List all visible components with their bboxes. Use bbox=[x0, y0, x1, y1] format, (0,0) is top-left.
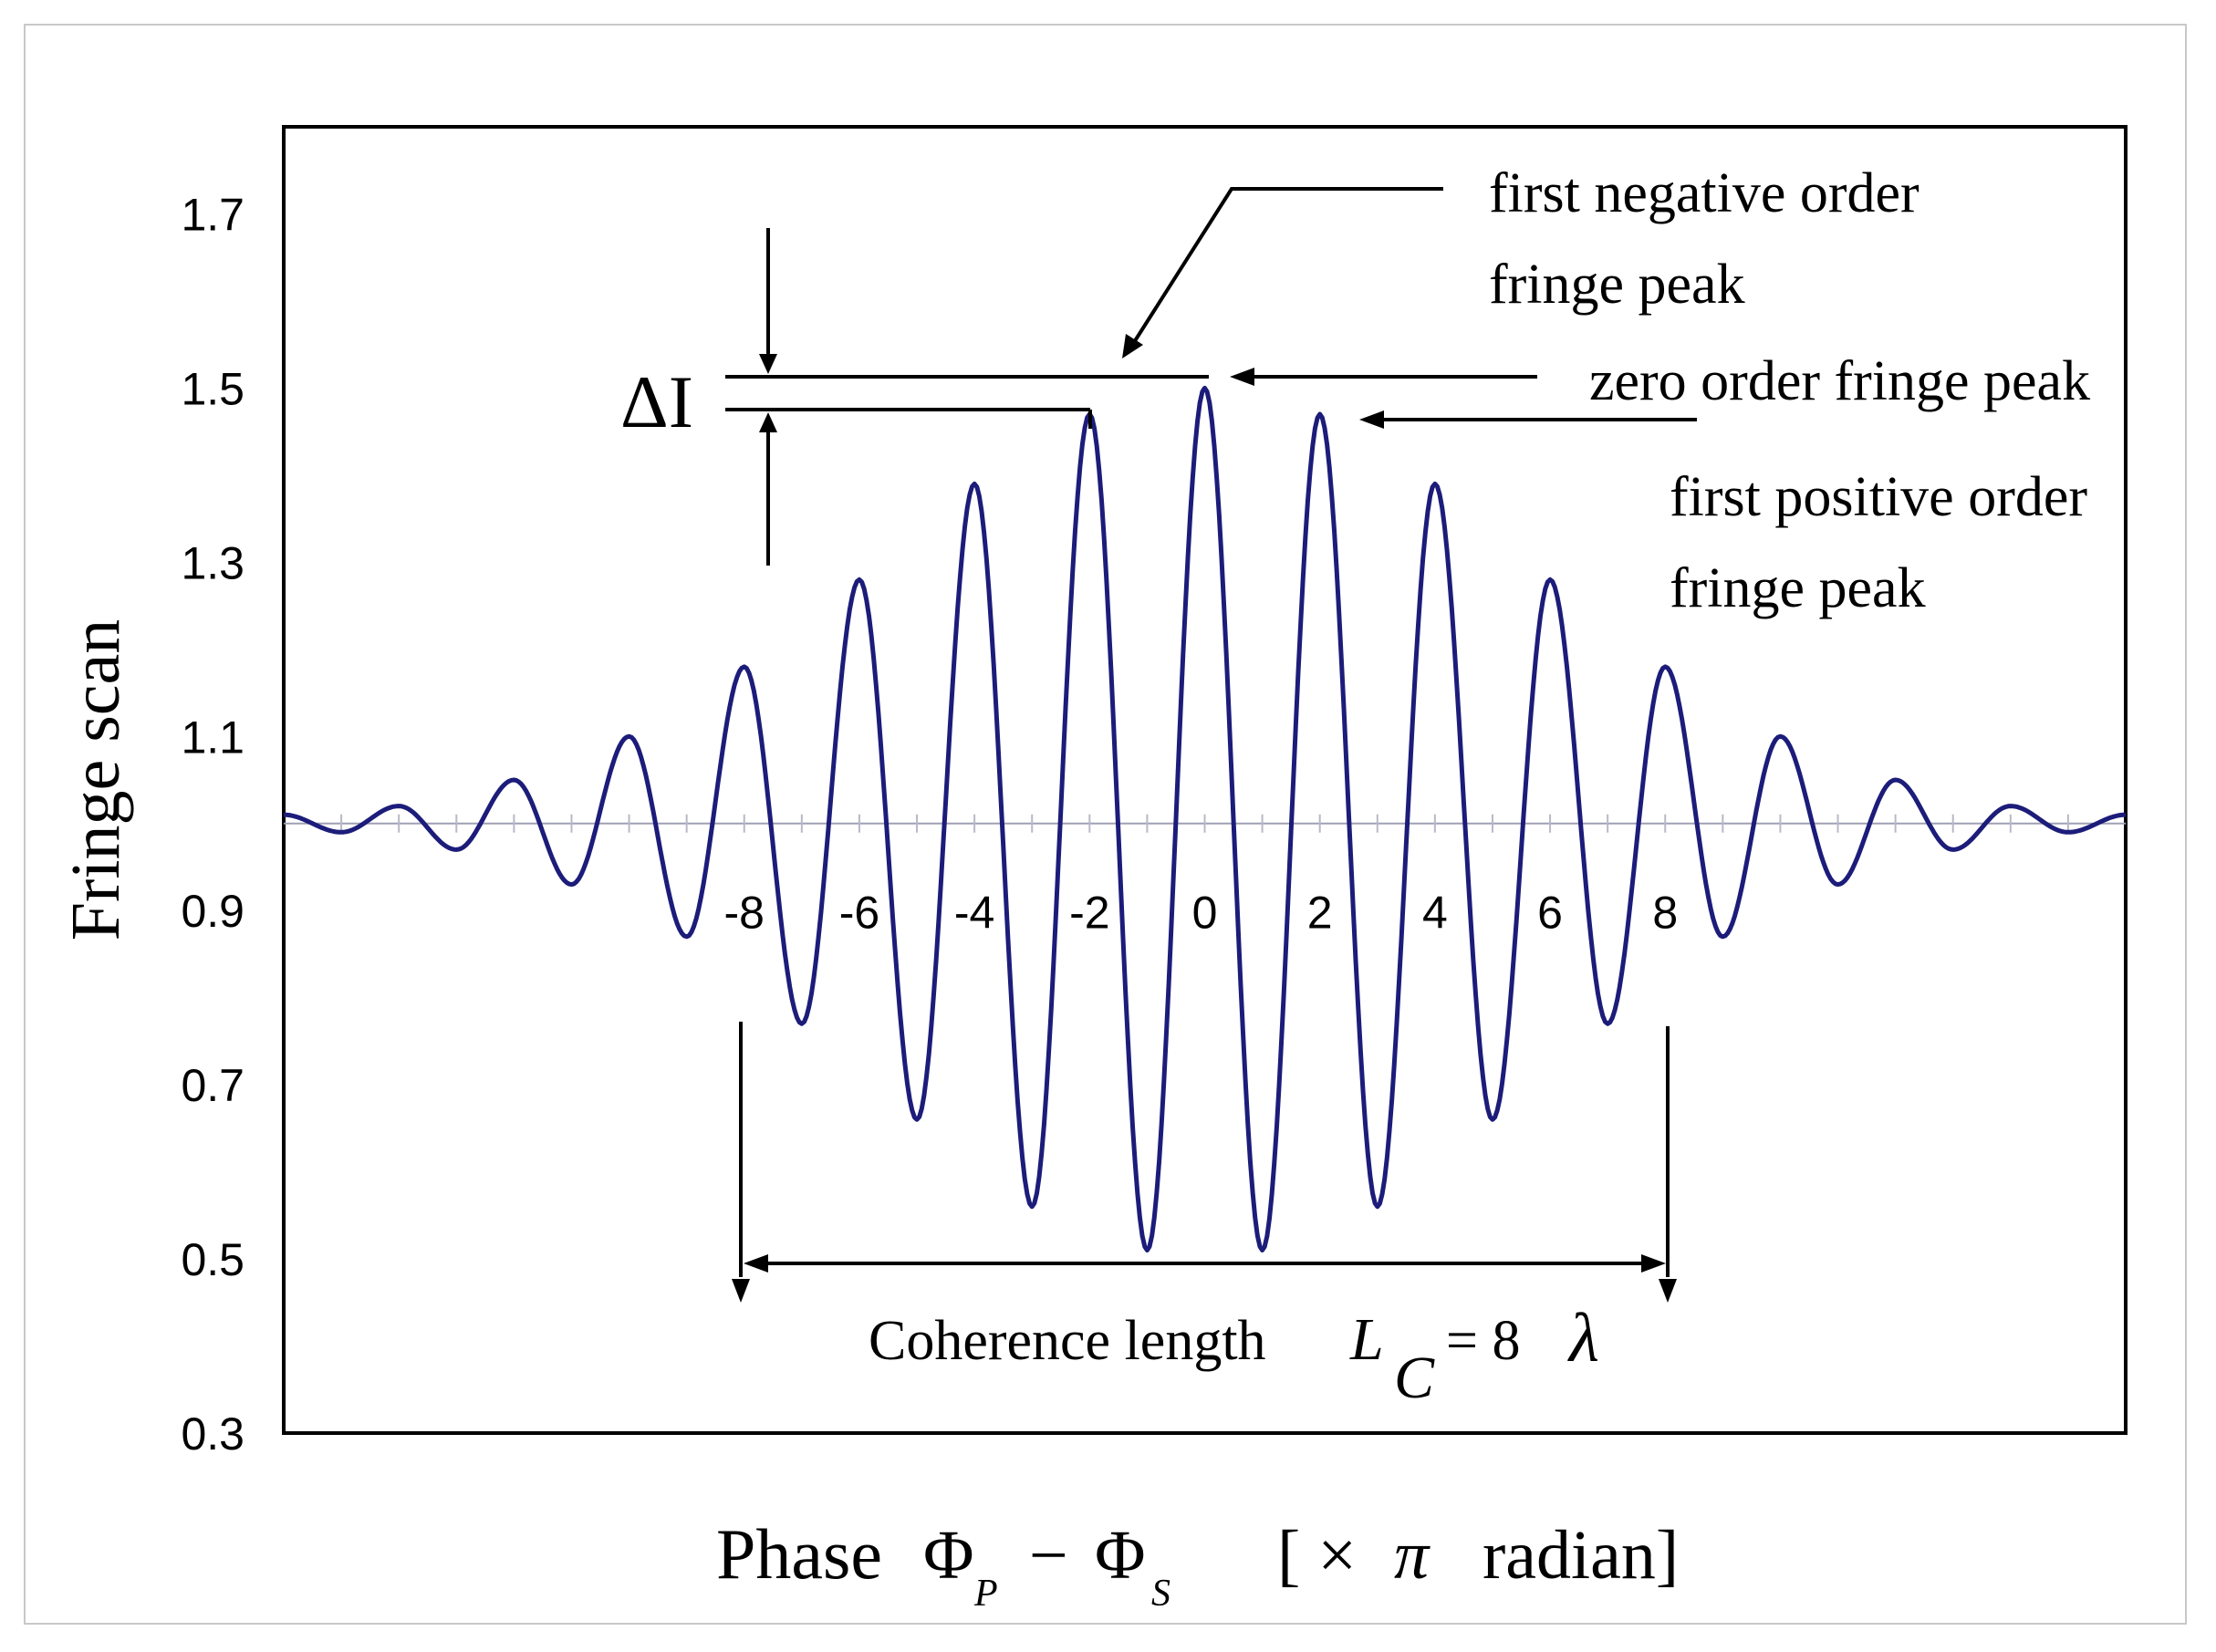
first-negative-leader bbox=[1129, 187, 1443, 348]
delta-i-label: ΔI bbox=[620, 360, 693, 443]
figure-frame bbox=[24, 24, 2187, 1625]
first-positive-arrowhead bbox=[1359, 410, 1384, 429]
y-tick-label: 1.3 bbox=[181, 537, 244, 588]
coherence-length-markers bbox=[739, 1022, 1670, 1277]
x-tick-label: 4 bbox=[1422, 888, 1448, 939]
y-tick-label: 0.5 bbox=[181, 1234, 244, 1285]
svg-text:radian]: radian] bbox=[1483, 1517, 1679, 1594]
svg-text:Phase: Phase bbox=[716, 1514, 882, 1594]
plot-area bbox=[282, 125, 2128, 1435]
coherence-right-arrowhead bbox=[1641, 1254, 1666, 1273]
y-tick-label: 1.1 bbox=[181, 712, 244, 763]
svg-text:[ ×: [ × bbox=[1277, 1517, 1357, 1594]
x-axis-label: Phase Φ P − Φ S [ × π radian] bbox=[716, 1514, 1679, 1615]
x-tick-label: -6 bbox=[839, 888, 879, 939]
zero-order-arrowhead bbox=[1230, 368, 1254, 386]
coherence-left-arrowhead bbox=[744, 1254, 768, 1273]
x-tick-label: 6 bbox=[1537, 888, 1563, 939]
delta-i-arrow-down bbox=[759, 354, 777, 374]
y-tick-label: 0.7 bbox=[181, 1060, 244, 1111]
svg-text:Φ: Φ bbox=[1095, 1517, 1146, 1594]
y-axis-label: Fringe scan bbox=[57, 619, 134, 940]
coherence-right-down-arrow bbox=[1659, 1279, 1677, 1303]
y-tick-label: 0.9 bbox=[181, 886, 244, 937]
x-tick-label: -4 bbox=[954, 888, 994, 939]
delta-i-annotation bbox=[725, 228, 1209, 566]
x-tick-label: -8 bbox=[724, 888, 765, 939]
fringe-series-line bbox=[283, 385, 2127, 1252]
first-positive-label-1: first positive order bbox=[1670, 466, 2087, 528]
first-negative-arrowhead bbox=[1122, 334, 1143, 358]
first-negative-label-2: fringe peak bbox=[1489, 254, 1745, 316]
svg-text:λ: λ bbox=[1567, 1300, 1599, 1377]
y-tick-label: 0.3 bbox=[181, 1408, 244, 1460]
svg-text:S: S bbox=[1151, 1573, 1170, 1615]
svg-text:C: C bbox=[1394, 1345, 1435, 1411]
first-negative-label-1: first negative order bbox=[1489, 162, 1919, 224]
svg-text:Coherence length: Coherence length bbox=[869, 1310, 1266, 1372]
svg-text:L: L bbox=[1349, 1306, 1384, 1373]
first-positive-label-2: fringe peak bbox=[1670, 557, 1926, 619]
zero-order-label: zero order fringe peak bbox=[1589, 350, 2090, 412]
svg-text:P: P bbox=[973, 1573, 998, 1615]
coherence-left-down-arrow bbox=[732, 1279, 750, 1303]
coherence-length-label: Coherence length L C = 8 λ bbox=[869, 1300, 1599, 1411]
y-tick-label: 1.5 bbox=[181, 363, 244, 414]
x-tick-label: 8 bbox=[1652, 888, 1678, 939]
delta-i-arrow-up bbox=[759, 412, 777, 432]
x-tick-label: 2 bbox=[1307, 888, 1333, 939]
svg-text:−: − bbox=[1029, 1517, 1068, 1594]
x-tick-label: -2 bbox=[1069, 888, 1109, 939]
y-tick-label: 1.7 bbox=[181, 189, 244, 240]
svg-text:Φ: Φ bbox=[923, 1517, 974, 1594]
svg-text:π: π bbox=[1394, 1517, 1431, 1594]
svg-text:= 8: = 8 bbox=[1446, 1310, 1520, 1372]
x-tick-label: 0 bbox=[1192, 888, 1218, 939]
